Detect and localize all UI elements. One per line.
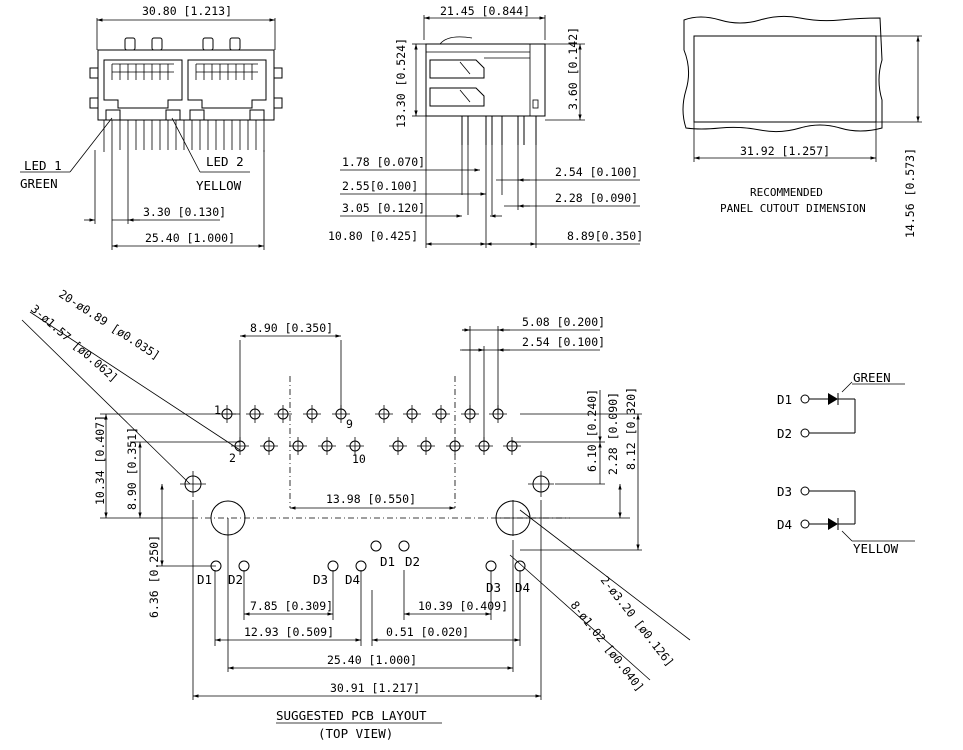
pcb-led-hole xyxy=(485,560,497,572)
vert-b-label: 8.90 [0.351] xyxy=(125,427,139,510)
pcb-caption-2: (TOP VIEW) xyxy=(318,726,393,741)
pin-span-label: 25.40 [1.000] xyxy=(145,231,235,245)
front-width-label: 30.80 [1.213] xyxy=(142,4,232,18)
pcb-d3b-label: D3 xyxy=(486,580,501,595)
pin-offset-label: 3.30 [0.130] xyxy=(143,205,226,219)
pin10-label: 10 xyxy=(352,452,366,466)
side-d7-label: 8.89[0.350] xyxy=(567,229,643,243)
pin1-label: 1 xyxy=(214,403,221,417)
sch-d2-label: D2 xyxy=(777,426,792,441)
pcb-d3-label: D3 xyxy=(313,572,328,587)
sch-d3-label: D3 xyxy=(777,484,792,499)
side-d3-label: 3.05 [0.120] xyxy=(342,201,425,215)
pcb-layout: 20-ø0.89 [ø0.035] 3-ø1.57 [ø0.062] 2-ø3.… xyxy=(21,287,691,741)
pcb-d2b-label: D2 xyxy=(405,554,420,569)
pcb-d4b-label: D4 xyxy=(515,580,530,595)
led-schematic: D1 GREEN D2 D3 D4 YELLOW xyxy=(777,370,915,556)
pitch-top-label: 8.90 [0.350] xyxy=(250,321,333,335)
pcb-d4-label: D4 xyxy=(345,572,360,587)
pcb-led-hole xyxy=(238,560,250,572)
sch-d1-label: D1 xyxy=(777,392,792,407)
spacing-a-label: 5.08 [0.200] xyxy=(522,315,605,329)
led-d-label: 0.51 [0.020] xyxy=(386,625,469,639)
side-d4-label: 10.80 [0.425] xyxy=(328,229,418,243)
pin2-label: 2 xyxy=(229,451,236,465)
led-a-label: 7.85 [0.309] xyxy=(250,599,333,613)
panel-cutout: 31.92 [1.257] 14.56 [0.573] RECOMMENDED … xyxy=(682,15,922,238)
sch-green-label: GREEN xyxy=(853,370,891,385)
side-view: 21.45 [0.844] 13.30 [0.524] 3.60 [0.142] xyxy=(328,4,643,248)
vert-c-label: 6.36 [0.250] xyxy=(147,535,161,618)
holes-small-label: 20-ø0.89 [ø0.035] xyxy=(56,287,162,363)
pcb-led-hole xyxy=(355,560,367,572)
sch-yellow-label: YELLOW xyxy=(853,541,899,556)
right-c-label: 8.12 [0.320] xyxy=(624,387,638,470)
panel-caption-1: RECOMMENDED xyxy=(750,186,823,199)
side-d1-label: 1.78 [0.070] xyxy=(342,155,425,169)
led2-color-label: YELLOW xyxy=(196,178,242,193)
side-height-label: 13.30 [0.524] xyxy=(394,38,408,128)
panel-width-label: 31.92 [1.257] xyxy=(740,144,830,158)
pcb-caption-1: SUGGESTED PCB LAYOUT xyxy=(276,708,427,723)
side-d6-label: 2.28 [0.090] xyxy=(555,191,638,205)
led1-color-label: GREEN xyxy=(20,176,58,191)
side-d5-label: 2.54 [0.100] xyxy=(555,165,638,179)
overall-label: 30.91 [1.217] xyxy=(330,681,420,695)
front-view: 30.80 [1.213] xyxy=(20,4,283,250)
row-span-label: 13.98 [0.550] xyxy=(326,492,416,506)
pcb-d2-label: D2 xyxy=(228,572,243,587)
led1-label: LED 1 xyxy=(24,158,62,173)
led2-label: LED 2 xyxy=(206,154,244,169)
side-depth-label: 21.45 [0.844] xyxy=(440,4,530,18)
right-a-label: 6.10 [0.240] xyxy=(585,389,599,472)
side-d2-label: 2.55[0.100] xyxy=(342,179,418,193)
spacing-b-label: 2.54 [0.100] xyxy=(522,335,605,349)
pcb-led-hole xyxy=(398,540,410,552)
pin9-label: 9 xyxy=(346,417,353,431)
panel-height-label: 14.56 [0.573] xyxy=(903,148,917,238)
panel-caption-2: PANEL CUTOUT DIMENSION xyxy=(720,202,866,215)
sch-d4-label: D4 xyxy=(777,517,792,532)
vert-total-label: 10.34 [0.407] xyxy=(93,415,107,505)
side-upper-height-label: 3.60 [0.142] xyxy=(566,27,580,110)
pcb-d1-label: D1 xyxy=(197,572,212,587)
pcb-led-hole xyxy=(327,560,339,572)
led-span-label: 25.40 [1.000] xyxy=(327,653,417,667)
led-b-label: 10.39 [0.409] xyxy=(418,599,508,613)
pcb-d1b-label: D1 xyxy=(380,554,395,569)
pcb-led-hole xyxy=(514,560,526,572)
led-c-label: 12.93 [0.509] xyxy=(244,625,334,639)
pcb-led-hole xyxy=(370,540,382,552)
right-b-label: 2.28 [0.090] xyxy=(606,392,620,475)
